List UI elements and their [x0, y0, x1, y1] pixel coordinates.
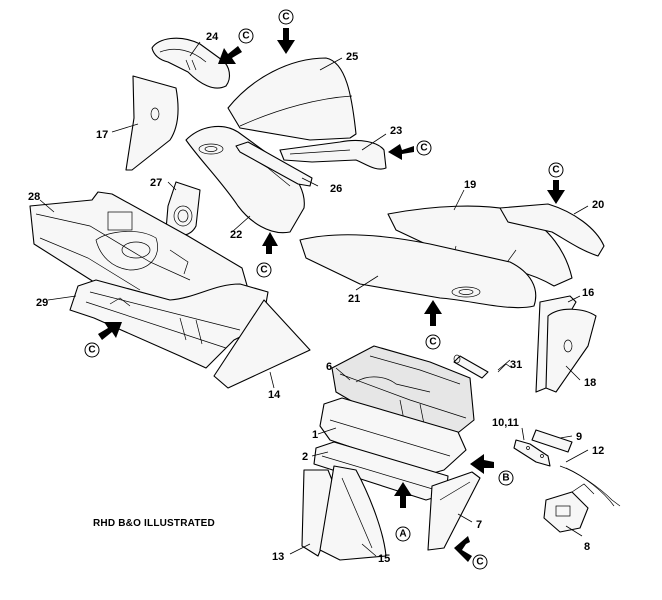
part-24-cover — [151, 37, 231, 89]
diagram-caption: RHD B&O ILLUSTRATED — [93, 518, 215, 529]
view-marker-c-24: C — [218, 28, 254, 64]
arrow-diagonal-icon — [218, 46, 242, 64]
part-26-strip — [235, 141, 313, 187]
part-6-module-housing — [331, 345, 475, 437]
callout-10-11: 10,11 — [492, 417, 519, 429]
view-marker-b: B — [470, 454, 514, 486]
callout-9: 9 — [576, 431, 582, 443]
arrow-diagonal-icon — [98, 322, 122, 340]
view-marker-c-top: C — [277, 9, 295, 54]
part-28-lower-carrier — [29, 191, 251, 319]
arrow-diagonal-icon — [454, 536, 472, 562]
part-21-long-trim — [299, 234, 537, 309]
callout-1: 1 — [312, 429, 318, 441]
callout-20: 20 — [592, 199, 604, 211]
callout-22: 22 — [230, 229, 242, 241]
callout-6: 6 — [326, 361, 332, 373]
part-7-strip — [427, 471, 481, 551]
svg-text:C: C — [552, 165, 559, 176]
callout-21: 21 — [348, 293, 360, 305]
svg-text:C: C — [429, 337, 436, 348]
arrow-left-icon — [388, 144, 414, 160]
svg-text:C: C — [88, 345, 95, 356]
svg-text:C: C — [260, 265, 267, 276]
callout-31: 31 — [510, 359, 522, 371]
callout-23: 23 — [390, 125, 402, 137]
part-31-bracket — [453, 354, 513, 379]
leader-lines — [39, 41, 589, 557]
part-23-center-trim — [279, 139, 387, 170]
callout-26: 26 — [330, 183, 342, 195]
callout-17: 17 — [96, 129, 108, 141]
arrow-up-icon — [424, 300, 442, 326]
part-20-cover — [499, 203, 605, 257]
callout-29: 29 — [36, 297, 48, 309]
callout-18: 18 — [584, 377, 596, 389]
callout-7: 7 — [476, 519, 482, 531]
view-marker-c-22: C — [256, 232, 278, 278]
part-1-2-frame — [313, 397, 467, 501]
callout-16: 16 — [582, 287, 594, 299]
view-marker-c-20: C — [547, 162, 565, 204]
part-29-tray — [69, 279, 269, 369]
view-marker-a: A — [394, 482, 412, 542]
part-17-side-panel — [125, 75, 179, 171]
arrow-up-icon — [262, 232, 278, 254]
view-marker-c-21: C — [424, 300, 442, 350]
part-9-switch-panel — [513, 429, 573, 467]
view-markers: C C C C C C — [84, 9, 565, 570]
callout-15: 15 — [378, 553, 390, 565]
svg-text:C: C — [476, 557, 483, 568]
callout-14: 14 — [268, 389, 281, 401]
svg-text:A: A — [399, 529, 406, 540]
svg-text:C: C — [242, 31, 249, 42]
view-marker-c-23: C — [388, 140, 432, 160]
callout-25: 25 — [346, 51, 358, 63]
callout-19: 19 — [464, 179, 476, 191]
part-25-cowl — [227, 57, 357, 141]
part-14-panel — [213, 299, 311, 389]
callout-28: 28 — [28, 191, 40, 203]
part-12-cable — [559, 465, 621, 507]
callout-24: 24 — [206, 31, 219, 43]
arrow-up-icon — [394, 482, 412, 508]
callout-2: 2 — [302, 451, 308, 463]
callout-12: 12 — [592, 445, 604, 457]
part-8-actuator — [543, 483, 595, 533]
callout-13: 13 — [272, 551, 284, 563]
svg-text:C: C — [282, 12, 289, 23]
view-marker-c-7: C — [454, 536, 488, 570]
part-18-side-panel — [545, 308, 597, 393]
svg-text:B: B — [502, 473, 509, 484]
callout-27: 27 — [150, 177, 162, 189]
callouts: 24 25 17 23 26 27 28 22 19 20 21 16 18 2… — [28, 31, 604, 565]
callout-8: 8 — [584, 541, 590, 553]
arrow-left-icon — [470, 454, 494, 474]
svg-text:C: C — [420, 143, 427, 154]
part-15-blade — [319, 465, 387, 561]
arrow-down-icon — [277, 28, 295, 54]
view-marker-c-29: C — [84, 322, 122, 358]
arrow-down-icon — [547, 180, 565, 204]
